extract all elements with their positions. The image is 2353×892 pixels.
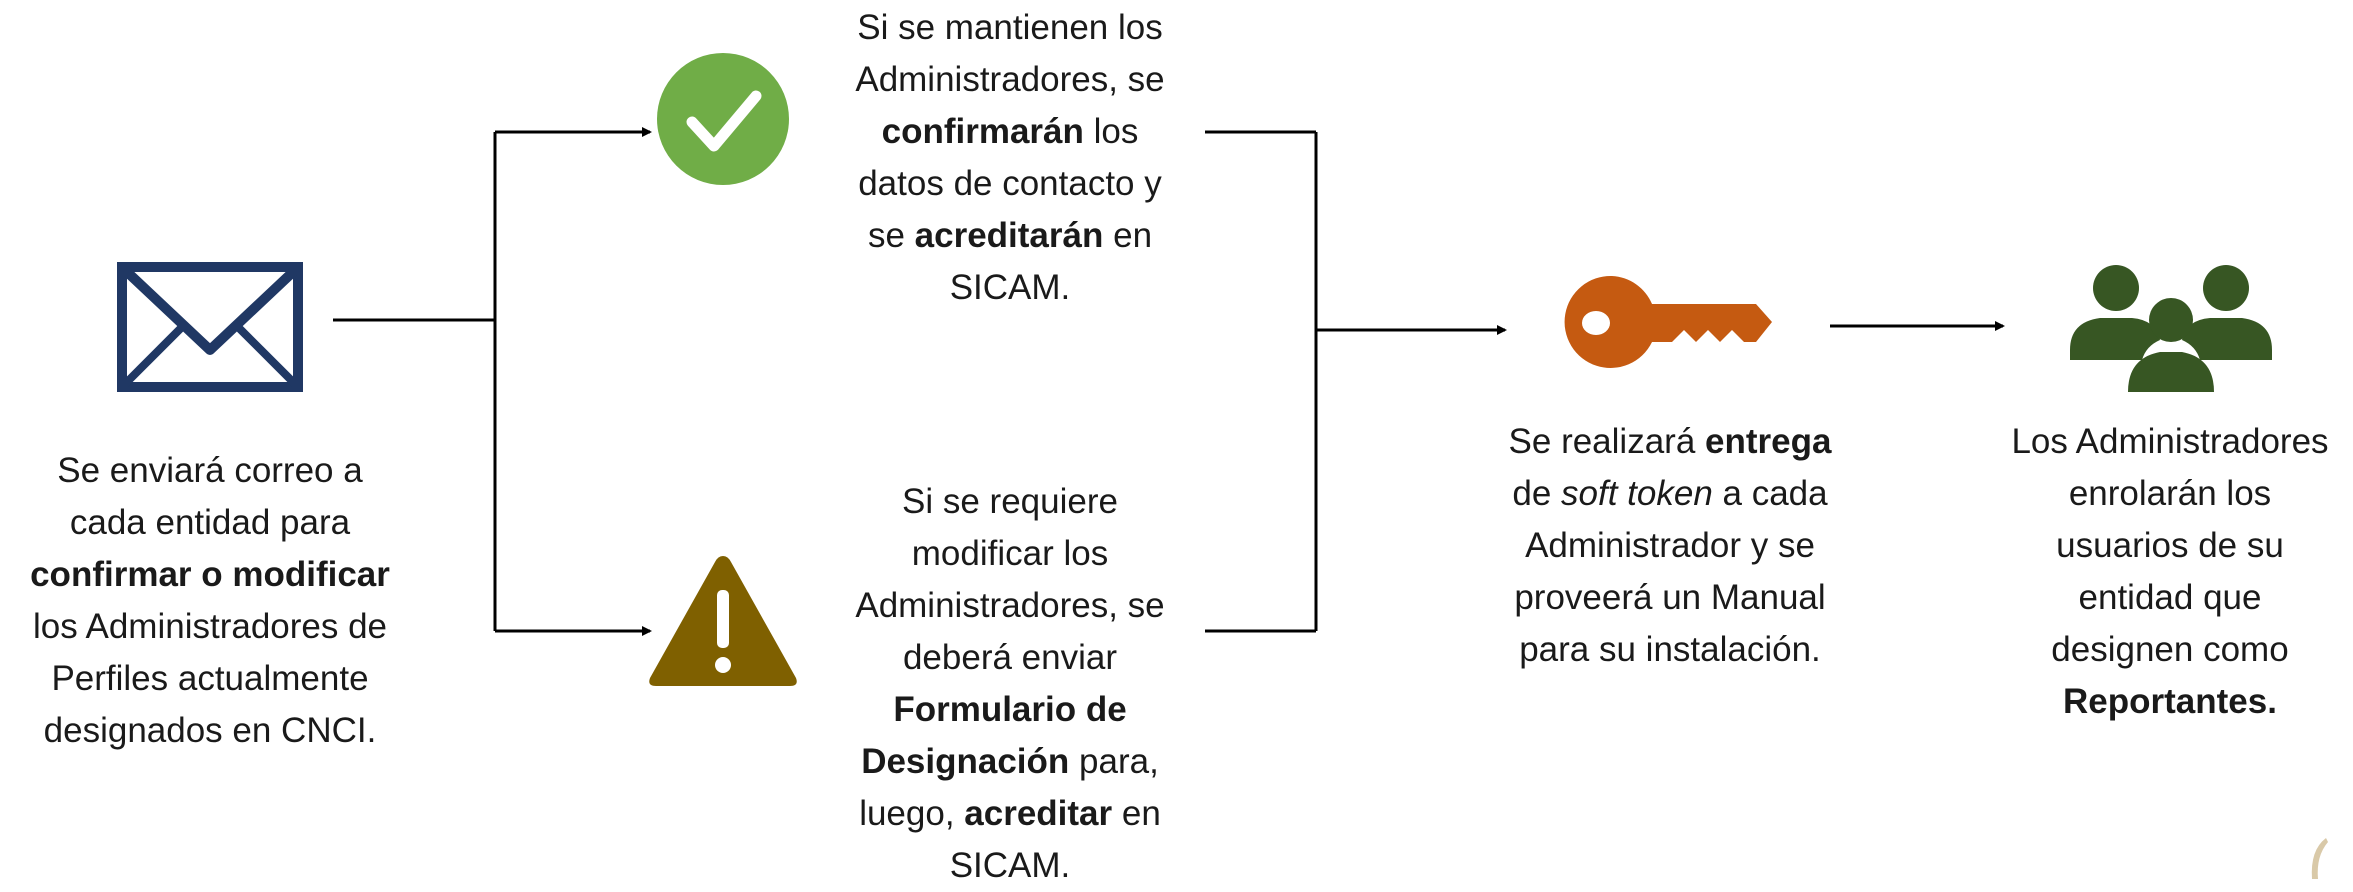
confirm-text-line-3: confirmarán los <box>881 112 1139 151</box>
users-text-line-4: entidad que <box>2078 578 2262 617</box>
key-icon <box>1564 275 1772 368</box>
users-text-line-3: usuarios de su <box>2056 526 2284 565</box>
modify-text-line-1: Si se requiere <box>902 482 1118 521</box>
token-text-line-2: de soft token a cada <box>1512 474 1828 513</box>
warning-triangle-icon <box>649 556 797 686</box>
check-circle-icon <box>657 53 789 185</box>
modify-text-line-4: deberá enviar <box>902 638 1118 677</box>
email-step-text: Se enviará correo a cada entidad para co… <box>0 445 420 757</box>
envelope-icon <box>117 262 303 392</box>
email-text-line-2: cada entidad para <box>69 503 351 542</box>
token-text-line-1: Se realizará entrega <box>1508 422 1832 461</box>
modify-step-text: Si se requiere modificar los Administrad… <box>800 476 1220 892</box>
token-text-line-3: Administrador y se <box>1525 526 1815 565</box>
users-step-text: Los Administradores enrolarán los usuari… <box>1965 416 2353 728</box>
users-text-line-5: designen como <box>2051 630 2289 669</box>
modify-text-line-6: Designación para, <box>861 742 1159 781</box>
decorative-corner-mark <box>2311 838 2328 879</box>
modify-text-line-5: Formulario de <box>893 690 1127 729</box>
email-text-line-1: Se enviará correo a <box>57 451 363 490</box>
confirm-text-line-2: Administradores, se <box>855 60 1165 99</box>
confirm-step-text: Si se mantienen los Administradores, se … <box>800 2 1220 314</box>
token-text-line-5: para su instalación. <box>1519 630 1821 669</box>
users-text-line-2: enrolarán los <box>2068 474 2272 513</box>
users-text-line-6: Reportantes. <box>2063 682 2277 721</box>
confirm-text-line-5: se acreditarán en <box>867 216 1153 255</box>
confirm-text-line-6: SICAM. <box>949 268 1071 307</box>
modify-text-line-3: Administradores, se <box>855 586 1165 625</box>
email-text-line-6: designados en CNCI. <box>43 711 377 750</box>
email-text-line-3: confirmar o modificar <box>30 555 390 594</box>
email-text-line-4: los Administradores de <box>32 607 388 646</box>
token-step-text: Se realizará entrega de soft token a cad… <box>1455 416 1885 676</box>
confirm-text-line-1: Si se mantienen los <box>857 8 1163 47</box>
users-text-line-1: Los Administradores <box>2011 422 2329 461</box>
confirm-text-line-4: datos de contacto y <box>858 164 1162 203</box>
modify-text-line-8: SICAM. <box>949 846 1071 885</box>
users-group-icon <box>2070 265 2272 392</box>
email-text-line-5: Perfiles actualmente <box>51 659 369 698</box>
modify-text-line-7: luego, acreditar en <box>859 794 1161 833</box>
modify-text-line-2: modificar los <box>911 534 1109 573</box>
token-text-line-4: proveerá un Manual <box>1514 578 1826 617</box>
